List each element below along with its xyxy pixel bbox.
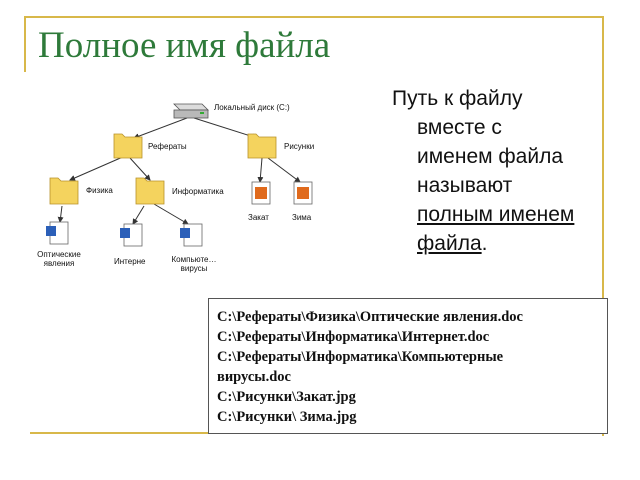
file-label-line: Оптические (37, 250, 81, 259)
path-line: C:\Рисунки\Закат.jpg (217, 389, 356, 405)
path-line: C:\Рефераты\Информатика\Интернет.doc (217, 329, 490, 345)
path-line: C:\Рефераты\Физика\Оптические явления.do… (217, 309, 523, 325)
file-label-line: Компьюте… (171, 255, 217, 264)
full-name-term: полным именем (417, 203, 575, 226)
folder-label-fizika: Физика (86, 186, 113, 195)
left-rule (24, 16, 26, 72)
description-line: полным именем (392, 200, 622, 229)
folder-icon (49, 133, 277, 205)
file-label-virusy: Компьюте… вирусы (168, 255, 220, 273)
description-line: файла. (392, 229, 622, 258)
description-line: именем файла (417, 145, 564, 168)
period: . (481, 232, 488, 255)
right-rule (602, 16, 604, 436)
file-label-line: вирусы (180, 264, 208, 273)
description-text: Путь к файлу вместе с именем файла назыв… (392, 84, 622, 258)
file-label-opticheskie: Оптические явления (34, 250, 84, 268)
path-line: вирусы.doc (217, 369, 291, 385)
full-paths-box: C:\Рефераты\Физика\Оптические явления.do… (208, 298, 608, 434)
folder-label-informatika: Информатика (172, 187, 224, 196)
drive-label: Локальный диск (C:) (214, 103, 290, 112)
slide-title: Полное имя файла (38, 25, 331, 66)
file-label-zakat: Закат (248, 213, 269, 222)
folder-label-referaty: Рефераты (148, 142, 187, 151)
folder-label-risunki: Рисунки (284, 142, 315, 151)
full-name-term: файла (417, 232, 482, 255)
path-line: C:\Рефераты\Информатика\Компьютерные (217, 349, 504, 365)
file-label-zima: Зима (292, 213, 312, 222)
image-file-icon (251, 181, 313, 205)
folder-tree-diagram: Локальный диск (C:) Рефераты Рисунки Физ… (30, 90, 350, 285)
tree-connectors (46, 103, 313, 247)
path-line: C:\Рисунки\ Зима.jpg (217, 409, 357, 425)
top-rule (24, 16, 604, 18)
file-label-line: явления (43, 259, 75, 268)
hard-drive-icon (173, 103, 209, 119)
description-line: Путь к файлу (392, 87, 523, 110)
file-label-internet: Интерне (114, 257, 146, 266)
description-line: вместе с (417, 116, 502, 139)
word-document-icon (46, 221, 203, 247)
description-line: называют (417, 174, 513, 197)
